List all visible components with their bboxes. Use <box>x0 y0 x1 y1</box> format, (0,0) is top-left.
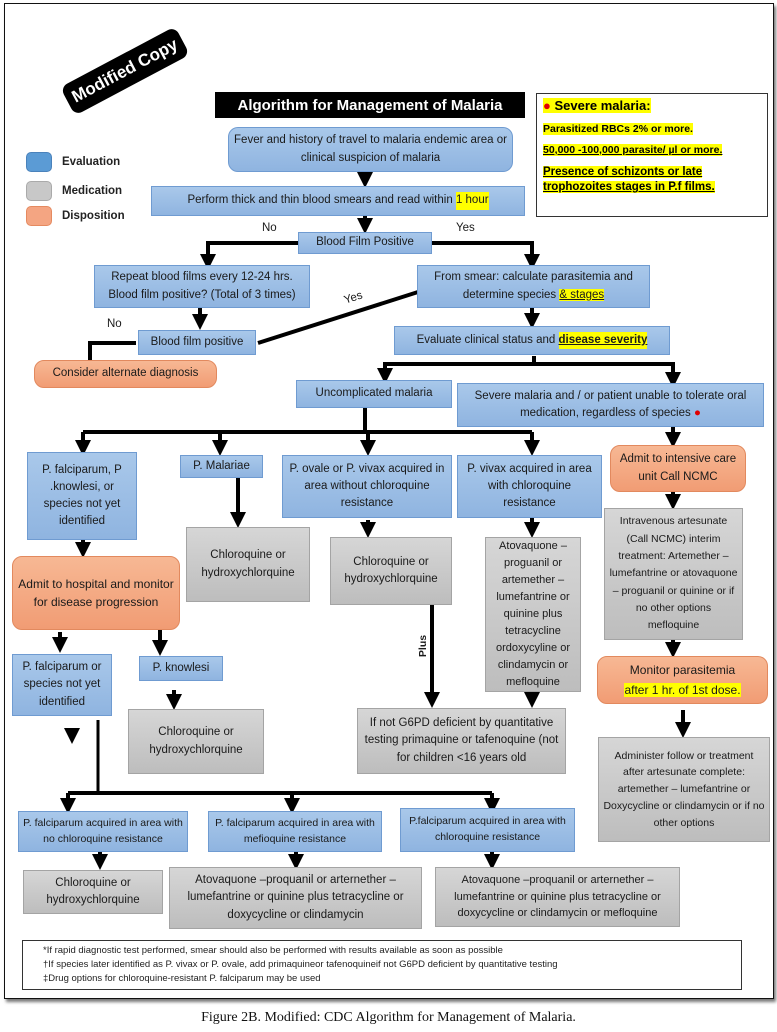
node-chloroquine-malariae: Chloroquine or hydroxychlorquine <box>186 527 310 602</box>
legend-label: Evaluation <box>62 156 121 168</box>
node-blood-film-positive-2: Blood film positive <box>138 330 256 355</box>
legend-swatch-evaluation <box>26 152 52 172</box>
evaluate-text: Evaluate clinical status and <box>416 333 556 346</box>
monitor-text: Monitor parasitemia <box>629 662 736 677</box>
legend-swatch-disposition <box>26 206 52 226</box>
node-pf-cr: P.falciparum acquired in area with chlor… <box>400 808 575 852</box>
legend-evaluation: Evaluation <box>26 152 120 172</box>
node-g6pd: If not G6PD deficient by quantitative te… <box>357 708 566 774</box>
severe-criterion: 50,000 -100,000 parasite/ µl or more. <box>543 144 723 156</box>
smear-highlight: 1 hour <box>455 192 489 210</box>
footnote: ‡Drug options for chloroquine-resistant … <box>43 972 321 984</box>
node-followup: Administer follow or treatment after art… <box>598 737 770 842</box>
node-evaluate-status: Evaluate clinical status and disease sev… <box>394 326 670 355</box>
node-chloroquine-ovale: Chloroquine or hydroxychlorquine <box>330 537 452 605</box>
node-ovale-vivax: P. ovale or P. vivax acquired in area wi… <box>282 455 452 518</box>
legend-label: Medication <box>62 185 123 197</box>
node-blood-smears: Perform thick and thin blood smears and … <box>151 186 525 216</box>
connector-no-alternate <box>88 341 136 360</box>
figure-caption: Figure 2B. Modified: CDC Algorithm for M… <box>201 1010 576 1025</box>
node-malariae: P. Malariae <box>180 455 263 478</box>
node-chloroquine-pf: Chloroquine or hydroxychlorquine <box>23 870 163 914</box>
node-repeat-films: Repeat blood films every 12-24 hrs. Bloo… <box>94 265 310 308</box>
legend-medication: Medication <box>26 181 122 201</box>
legend-disposition: Disposition <box>26 206 125 226</box>
red-bullet-icon: ● <box>543 98 551 113</box>
edge-label-plus: Plus <box>417 634 430 658</box>
footnote: *If rapid diagnostic test performed, sme… <box>43 945 503 956</box>
node-atovaquone-vivax: Atovaquone – proguanil or artemether – l… <box>485 537 581 692</box>
node-admit-hospital: Admit to hospital and monitor for diseas… <box>12 556 180 630</box>
node-severe: Severe malaria and / or patient unable t… <box>457 383 764 427</box>
node-pf-not-identified: P. falciparum or species not yet identif… <box>12 654 112 716</box>
node-alternate-diagnosis: Consider alternate diagnosis <box>34 360 217 388</box>
connector-yes-diagonal <box>257 290 419 345</box>
legend-label: Disposition <box>62 210 125 222</box>
edge-label-no: No <box>262 222 277 234</box>
evaluate-highlight: disease severity <box>558 331 648 350</box>
severe-heading: Severe malaria: <box>554 98 651 113</box>
edge-label-yes: Yes <box>456 222 475 234</box>
edge-label-no: No <box>107 318 122 330</box>
connector-yes <box>432 241 540 270</box>
smear-text: Perform thick and thin blood smears and … <box>187 194 453 207</box>
node-chloroquine-knowlesi: Chloroquine or hydroxychlorquine <box>128 709 264 774</box>
algorithm-title: Algorithm for Management of Malaria <box>215 92 525 118</box>
footnotes: *If rapid diagnostic test performed, sme… <box>22 940 742 990</box>
node-monitor-parasitemia: Monitor parasitemia after 1 hr. of 1st do… <box>597 656 768 704</box>
connector-uncomplicated <box>377 356 536 384</box>
legend-swatch-medication <box>26 181 52 201</box>
calc-highlight: & stages <box>559 288 605 301</box>
node-pf-mr: P. falciparum acquired in area with mefi… <box>208 811 382 852</box>
node-atovaquone-mr: Atovaquone –proquanil or arternether – l… <box>169 867 422 929</box>
calc-text: From smear: calculate parasitemia and de… <box>434 271 633 301</box>
node-icu: Admit to intensive care unit Call NCMC <box>610 445 746 492</box>
monitor-highlight: after 1 hr. of 1st dose. <box>624 683 741 697</box>
node-fever: Fever and history of travel to malaria e… <box>228 127 513 172</box>
node-uncomplicated: Uncomplicated malaria <box>296 380 452 408</box>
severe-criterion: Parasitized RBCs 2% or more. <box>543 123 693 135</box>
node-knowlesi: P. knowlesi <box>139 656 223 681</box>
severe-text: Severe malaria and / or patient unable t… <box>474 389 747 419</box>
node-pf-no-cr: P. falciparum acquired in area with no c… <box>18 811 188 852</box>
node-iv-artesunate: Intravenous artesunate (Call NCMC) inter… <box>604 508 743 640</box>
node-atovaquone-cr: Atovaquone –proquanil or arternether – l… <box>435 867 680 927</box>
severe-malaria-criteria: ● Severe malaria: Parasitized RBCs 2% or… <box>536 93 768 217</box>
connector-no <box>200 241 298 270</box>
node-calculate-parasitemia: From smear: calculate parasitemia and de… <box>417 265 650 308</box>
node-vivax-cr: P. vivax acquired in area with chloroqui… <box>457 455 602 518</box>
footnote: †If species later identified as P. vivax… <box>43 958 558 970</box>
red-bullet-icon: ● <box>693 407 701 419</box>
node-blood-film-positive: Blood Film Positive <box>298 232 432 254</box>
node-pf-knowlesi: P. falciparum, P .knowlesi, or species n… <box>27 452 137 540</box>
connector-severe <box>534 362 681 388</box>
